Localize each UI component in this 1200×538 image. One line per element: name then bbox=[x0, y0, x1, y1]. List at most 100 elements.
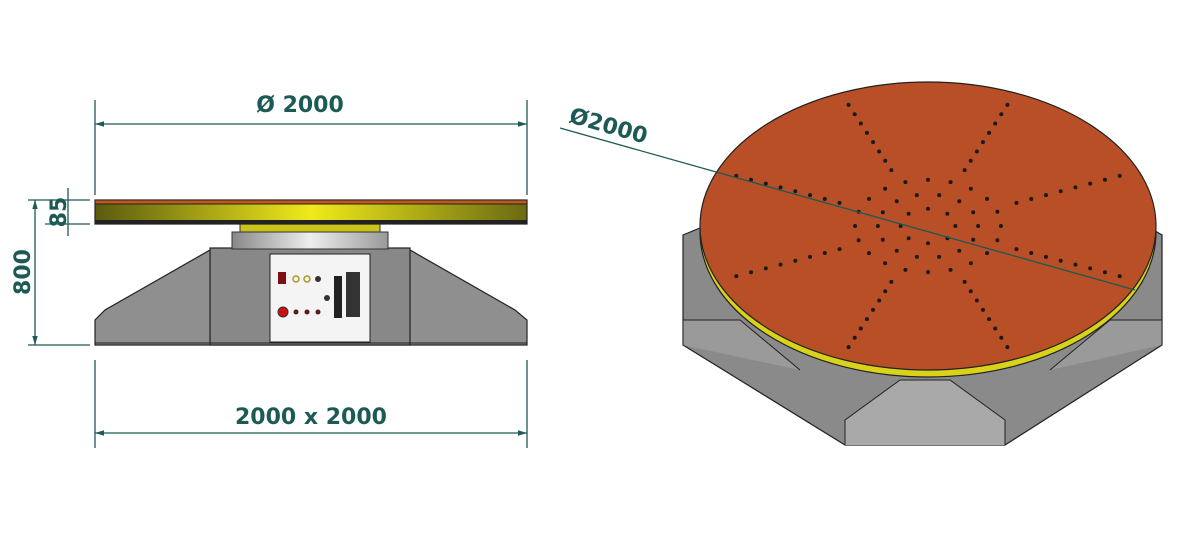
hole bbox=[1014, 200, 1019, 205]
hole bbox=[837, 200, 842, 205]
hole bbox=[937, 254, 942, 259]
hole bbox=[749, 177, 754, 182]
hole bbox=[998, 224, 1003, 228]
hole bbox=[1014, 247, 1019, 252]
connector-icon bbox=[346, 272, 360, 317]
hole bbox=[1029, 196, 1034, 201]
hole bbox=[968, 158, 973, 163]
hole bbox=[993, 121, 998, 126]
hole bbox=[1058, 189, 1063, 194]
hole bbox=[987, 130, 992, 135]
hole bbox=[880, 237, 885, 242]
turntable-plate-top bbox=[699, 81, 1157, 371]
hole bbox=[852, 335, 857, 340]
hole bbox=[866, 251, 871, 256]
hole bbox=[1073, 262, 1078, 267]
hole bbox=[980, 140, 985, 145]
hole bbox=[945, 211, 950, 216]
hole bbox=[871, 307, 876, 312]
hole bbox=[1073, 185, 1078, 190]
hole bbox=[1117, 274, 1122, 279]
indicator-light bbox=[303, 275, 311, 283]
hole bbox=[864, 130, 869, 135]
button-icon bbox=[304, 309, 310, 315]
emergency-stop-icon bbox=[277, 306, 289, 318]
hole bbox=[976, 224, 981, 228]
hole bbox=[889, 279, 894, 284]
hole bbox=[957, 248, 962, 253]
hole bbox=[1029, 251, 1034, 256]
hole bbox=[883, 186, 888, 191]
hole bbox=[898, 224, 903, 228]
hole bbox=[914, 193, 919, 198]
hole bbox=[995, 209, 1000, 214]
hole bbox=[1058, 258, 1063, 263]
hole bbox=[1117, 173, 1122, 178]
hole bbox=[883, 261, 888, 266]
hole bbox=[987, 317, 992, 322]
hole bbox=[875, 224, 880, 228]
hole bbox=[778, 262, 783, 267]
hole bbox=[808, 254, 813, 259]
hole bbox=[999, 112, 1004, 117]
hole bbox=[734, 274, 739, 279]
plate-thickness-dimension-label: 85 bbox=[47, 197, 72, 228]
hole bbox=[974, 149, 979, 154]
hole bbox=[993, 326, 998, 331]
hole bbox=[926, 241, 930, 246]
hole bbox=[877, 149, 882, 154]
hole bbox=[980, 307, 985, 312]
height-dimension-label: 800 bbox=[11, 249, 36, 295]
hole bbox=[906, 236, 911, 241]
hole bbox=[856, 238, 861, 243]
hole bbox=[903, 180, 908, 185]
hole bbox=[926, 206, 930, 211]
hole bbox=[957, 199, 962, 204]
hole bbox=[749, 270, 754, 275]
hole bbox=[866, 196, 871, 201]
hole bbox=[1102, 177, 1107, 182]
hole bbox=[926, 270, 930, 275]
hole bbox=[937, 193, 942, 198]
hole bbox=[763, 266, 768, 271]
hole bbox=[971, 210, 976, 215]
button-icon bbox=[324, 295, 330, 301]
hole bbox=[926, 177, 930, 182]
hole bbox=[962, 279, 967, 284]
plate-holes bbox=[734, 102, 1122, 350]
hole bbox=[1102, 270, 1107, 275]
hole bbox=[903, 267, 908, 272]
hole bbox=[763, 181, 768, 186]
hole bbox=[858, 121, 863, 126]
hole bbox=[889, 168, 894, 173]
hole bbox=[808, 193, 813, 198]
hole bbox=[1005, 345, 1010, 350]
hole bbox=[985, 251, 990, 256]
side-view: Ø 2000 2000 x 2000 800 85 bbox=[11, 93, 528, 448]
hole bbox=[1043, 254, 1048, 259]
hole bbox=[837, 247, 842, 252]
display-icon bbox=[278, 272, 286, 284]
hole bbox=[822, 251, 827, 256]
hole bbox=[877, 298, 882, 303]
iso-view: Ø2000 bbox=[559, 81, 1163, 446]
hole bbox=[822, 196, 827, 201]
rotary-hub bbox=[231, 231, 389, 250]
hole bbox=[968, 261, 973, 266]
footprint-dimension-label: 2000 x 2000 bbox=[235, 405, 387, 430]
indicator-light bbox=[315, 276, 321, 282]
hole bbox=[953, 224, 958, 228]
hole bbox=[894, 199, 899, 204]
hole bbox=[974, 298, 979, 303]
button-icon bbox=[315, 309, 321, 315]
hole bbox=[883, 158, 888, 163]
hole bbox=[914, 254, 919, 259]
hole bbox=[906, 211, 911, 216]
hole bbox=[846, 102, 851, 107]
hole bbox=[883, 289, 888, 294]
hole bbox=[948, 267, 953, 272]
hole bbox=[864, 317, 869, 322]
hole bbox=[968, 186, 973, 191]
hole bbox=[871, 140, 876, 145]
